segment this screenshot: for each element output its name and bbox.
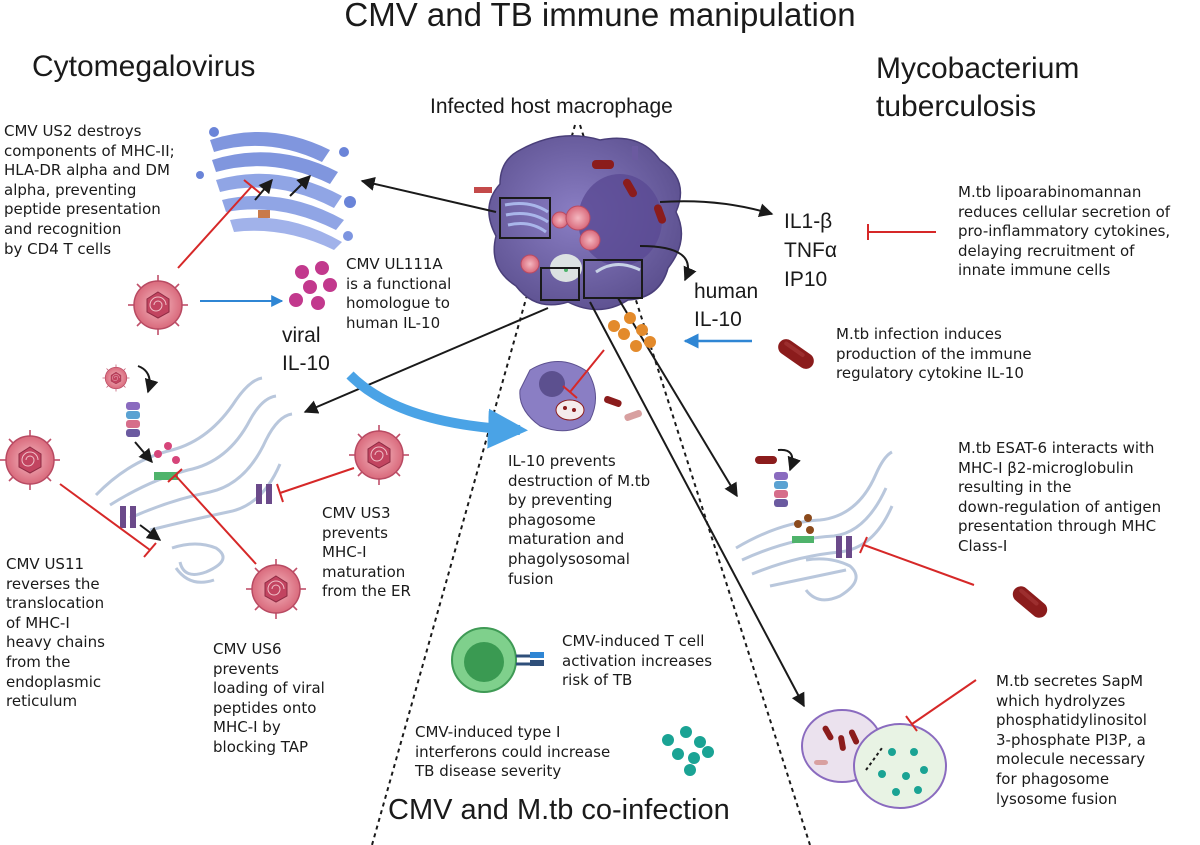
lipoarabinomannan-annotation: M.tb lipoarabinomannan reduces cellular … xyxy=(958,183,1171,280)
cytokines-label: IL1-β TNFα IP10 xyxy=(784,210,837,291)
cmv-heading: Cytomegalovirus xyxy=(32,50,256,83)
us6-annotation: CMV US6 prevents loading of viral peptid… xyxy=(213,640,325,756)
left-er-membrane xyxy=(94,376,293,584)
mtb-bacillus-esat6 xyxy=(1009,583,1051,621)
tcell-annotation: CMV-induced T cell activation increases … xyxy=(562,632,713,690)
right-er-membrane xyxy=(735,450,894,602)
interferon-particles xyxy=(662,726,714,776)
phagosome-cell xyxy=(519,349,642,432)
macrophage-arrows xyxy=(303,177,805,708)
sapm-annotation: M.tb secretes SapM which hydrolyzes phos… xyxy=(996,672,1147,808)
viral-il10-particles xyxy=(289,261,337,310)
t-cell xyxy=(451,627,544,693)
mtb-il10-annotation: M.tb infection induces production of the… xyxy=(836,325,1032,383)
us11-annotation: CMV US11 reverses the translocation of M… xyxy=(6,555,105,711)
human-il10-label: human IL-10 xyxy=(694,280,759,331)
esat6-annotation: M.tb ESAT-6 interacts with MHC-I β2-micr… xyxy=(958,439,1162,555)
cmv-virion-us11 xyxy=(0,429,61,491)
phagosome-lysosome xyxy=(801,709,947,809)
cmv-inhibition-lines xyxy=(59,179,355,565)
mtb-bacillus-il10 xyxy=(775,335,817,373)
sapm-inhibition xyxy=(905,679,977,732)
right-mhc-complex xyxy=(755,448,852,558)
human-il10-particles xyxy=(608,312,656,352)
mtb-heading: Mycobacterium tuberculosis xyxy=(876,52,1080,123)
diagram-title: CMV and TB immune manipulation xyxy=(344,0,856,33)
il10-prevents-annotation: IL-10 prevents destruction of M.tb by pr… xyxy=(508,452,651,588)
viral-il10-arrow xyxy=(346,371,528,449)
cmv-virion-us2 xyxy=(127,274,189,336)
lipoarabinomannan-inhibition xyxy=(867,224,936,240)
us2-annotation: CMV US2 destroys components of MHC-II; H… xyxy=(4,122,175,258)
golgi-apparatus xyxy=(196,127,356,250)
esat6-inhibition xyxy=(859,536,975,586)
cmv-virion-us6 xyxy=(245,558,307,620)
left-mhc-complex xyxy=(120,402,272,541)
coinfection-cone xyxy=(371,124,811,845)
cmv-virion-small xyxy=(102,364,130,392)
infected-macrophage xyxy=(474,135,683,311)
cmv-virion-us3 xyxy=(348,424,410,486)
ul111a-annotation: CMV UL111A is a functional homologue to … xyxy=(346,255,452,332)
interferon-annotation: CMV-induced type I interferons could inc… xyxy=(415,723,611,781)
viral-il10-label: viral IL-10 xyxy=(282,324,330,375)
coinfection-heading: CMV and M.tb co-infection xyxy=(388,794,730,826)
us3-annotation: CMV US3 prevents MHC-I maturation from t… xyxy=(322,504,411,601)
macrophage-heading: Infected host macrophage xyxy=(430,95,673,118)
